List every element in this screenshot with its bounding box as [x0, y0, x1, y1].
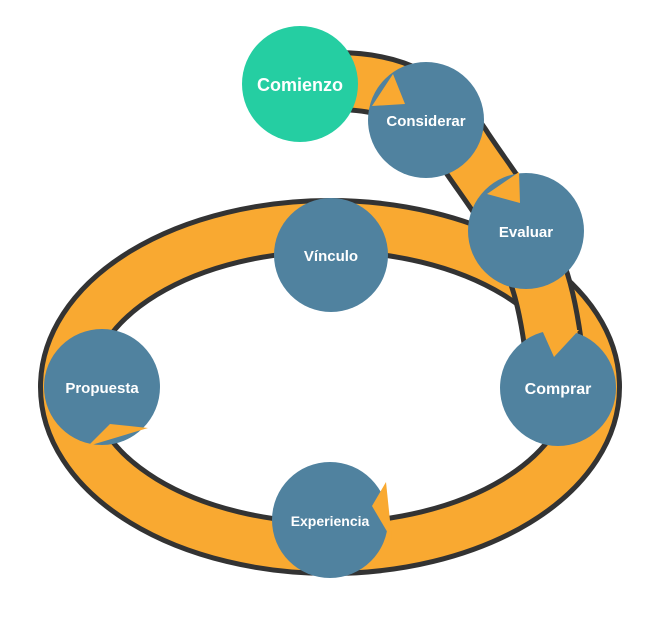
node-comienzo-label: Comienzo — [257, 75, 343, 95]
node-considerar: Considerar — [368, 62, 484, 178]
node-comprar: Comprar — [500, 330, 616, 446]
node-experiencia: Experiencia — [272, 462, 388, 578]
node-comprar-circle — [500, 330, 616, 446]
node-experiencia-circle — [272, 462, 388, 578]
node-comienzo-circle — [242, 26, 358, 142]
node-vinculo-label: Vínculo — [304, 248, 358, 265]
node-vinculo-circle — [274, 198, 388, 312]
node-evaluar-circle — [468, 173, 584, 289]
arrow-into-experiencia-icon — [372, 482, 392, 540]
flow-arrows — [88, 74, 579, 540]
node-comienzo: Comienzo — [242, 26, 358, 142]
node-vinculo: Vínculo — [274, 198, 388, 312]
node-propuesta: Propuesta — [44, 329, 160, 445]
node-comprar-label: Comprar — [525, 381, 592, 398]
node-propuesta-circle — [44, 329, 160, 445]
node-propuesta-label: Propuesta — [65, 380, 139, 397]
node-evaluar-label: Evaluar — [499, 224, 553, 241]
arrow-into-propuesta-icon — [88, 424, 148, 446]
arrow-into-evaluar-icon — [487, 172, 520, 203]
node-considerar-label: Considerar — [386, 113, 465, 130]
arrow-into-comprar-icon — [542, 330, 579, 357]
arrow-into-considerar-icon — [372, 74, 405, 106]
node-evaluar: Evaluar — [468, 173, 584, 289]
node-experiencia-label: Experiencia — [291, 513, 370, 529]
